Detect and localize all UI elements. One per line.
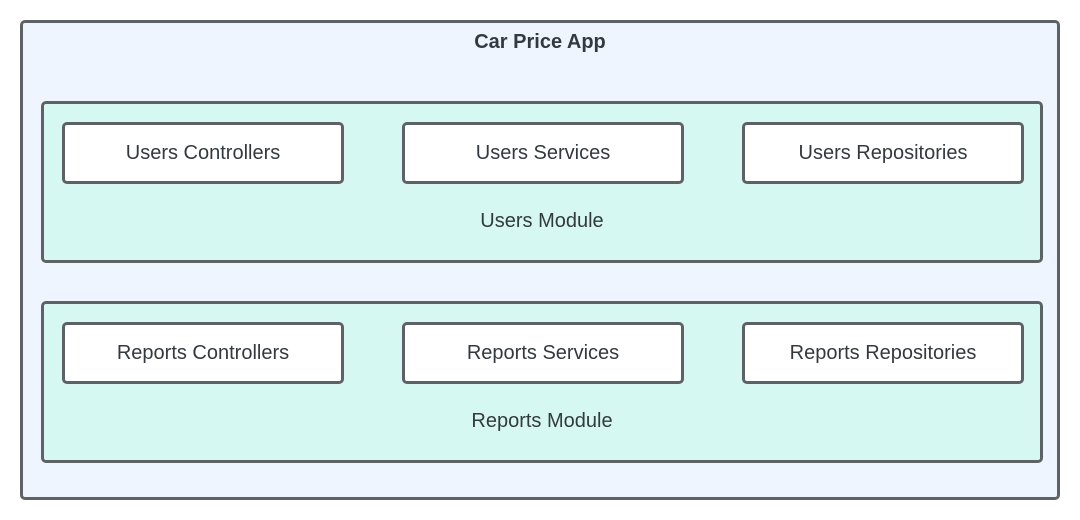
reports-services-box: Reports Services xyxy=(402,322,684,384)
users-services-box: Users Services xyxy=(402,122,684,184)
users-repositories-box: Users Repositories xyxy=(742,122,1024,184)
car-price-app-container: Car Price App Users Controllers Users Se… xyxy=(20,20,1060,500)
reports-repositories-box: Reports Repositories xyxy=(742,322,1024,384)
users-module-label: Users Module xyxy=(480,210,604,232)
app-title: Car Price App xyxy=(474,31,606,53)
users-module: Users Controllers Users Services Users R… xyxy=(41,101,1043,263)
reports-controllers-box: Reports Controllers xyxy=(62,322,344,384)
reports-module: Reports Controllers Reports Services Rep… xyxy=(41,301,1043,463)
reports-module-label: Reports Module xyxy=(471,410,613,432)
users-controllers-box: Users Controllers xyxy=(62,122,344,184)
